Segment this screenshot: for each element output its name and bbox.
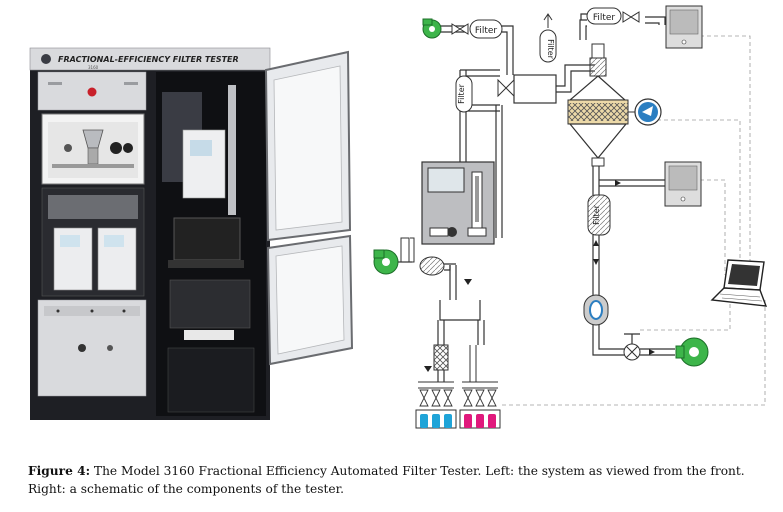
blower-top-icon bbox=[422, 18, 442, 39]
pressure-gauge-icon bbox=[628, 98, 662, 126]
particle-counter-top bbox=[665, 5, 703, 49]
particle-counter-middle bbox=[664, 161, 702, 207]
valve-top-right-icon bbox=[622, 11, 640, 23]
valve-top-icon bbox=[451, 23, 469, 35]
cabinet-header bbox=[29, 47, 271, 71]
signal-lines bbox=[500, 35, 766, 406]
rotameter-icon bbox=[410, 237, 415, 263]
valve-bottom-icon bbox=[623, 333, 641, 361]
emergency-stop-icon bbox=[87, 87, 97, 97]
laptop-screen bbox=[173, 217, 241, 261]
flow-meter-icon bbox=[583, 294, 609, 326]
printer bbox=[169, 279, 251, 329]
aerosol-generator bbox=[421, 161, 495, 245]
laptop-icon bbox=[710, 259, 768, 307]
valve-knob-icon bbox=[78, 344, 86, 352]
filter-vertical-left: Filter bbox=[455, 75, 473, 113]
blower-left bbox=[373, 237, 412, 275]
svg-text:Filter: Filter bbox=[593, 13, 616, 23]
valve-bank bbox=[419, 389, 497, 407]
valve-mixing-icon bbox=[497, 78, 515, 98]
filter-top-right: Filter bbox=[586, 7, 622, 25]
panel-subtitle: 3160 bbox=[88, 65, 99, 70]
figure-label: Figure 4: bbox=[28, 464, 91, 478]
aerosol-bottles bbox=[415, 409, 501, 429]
tsi-logo-icon bbox=[41, 54, 51, 64]
filter-vertical-lower: Filter bbox=[587, 194, 611, 236]
mixing-chamber bbox=[513, 74, 557, 104]
flow-arrows bbox=[424, 180, 655, 372]
svg-text:Filter: Filter bbox=[457, 83, 466, 104]
hepa-filter-left bbox=[419, 256, 445, 276]
filter-housing bbox=[567, 43, 629, 167]
figure-caption: Figure 4: The Model 3160 Fractional Effi… bbox=[28, 462, 773, 498]
dryer-column bbox=[433, 344, 449, 371]
svg-text:Filter: Filter bbox=[475, 26, 498, 36]
figure-caption-text: The Model 3160 Fractional Efficiency Aut… bbox=[28, 464, 745, 496]
filter-top: Filter bbox=[469, 19, 503, 39]
valve-manifold bbox=[418, 345, 498, 389]
svg-text:Filter: Filter bbox=[592, 204, 601, 225]
tester-photo: FRACTIONAL-EFFICIENCY FILTER TESTER 3160 bbox=[29, 47, 354, 420]
filter-vertical-center: Filter bbox=[539, 29, 557, 63]
panel-title: FRACTIONAL-EFFICIENCY FILTER TESTER bbox=[58, 55, 239, 64]
svg-text:Filter: Filter bbox=[546, 39, 555, 60]
blower-bottom-icon bbox=[675, 337, 709, 367]
upper-control-panel bbox=[37, 71, 147, 111]
tester-schematic: Filter Filter Filter Filter bbox=[410, 5, 768, 429]
